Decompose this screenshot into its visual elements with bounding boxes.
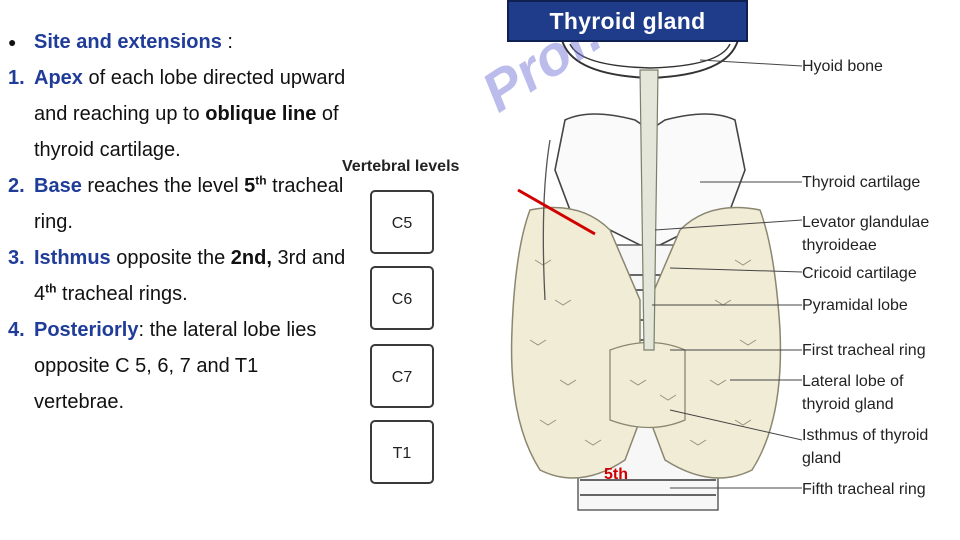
slide-title: Thyroid gland [507,0,748,42]
item-number: 3. [8,247,25,269]
list-item-apex: 1. Apex of each lobe directed upward and … [8,60,353,168]
item-bold: oblique line [205,103,317,125]
label-levator: Levator glandulae thyroideae [802,214,930,254]
label-isthmus: Isthmus of thyroid gland [802,427,929,467]
vertebra-t1: T1 [370,420,434,484]
item-bold: 2nd, [230,247,272,269]
label-thyroid-cartilage: Thyroid cartilage [802,174,921,191]
label-cricoid-cartilage: Cricoid cartilage [802,265,917,282]
item-text: tracheal rings. [56,283,188,305]
list-item-isthmus: 3.Isthmus opposite the 2nd, 3rd and 4th … [8,240,353,312]
vertebra-c6: C6 [370,266,434,330]
vertebra-c7: C7 [370,344,434,408]
item-number: 2. [8,175,25,197]
heading-line: ● Site and extensions : [8,24,353,60]
item-term: Apex [34,67,83,89]
item-text: reaches the level [81,175,245,197]
bullet-icon: ● [8,34,17,50]
item-text: of thyroid cartilage. [34,103,339,161]
thyroid-diagram: Vertebral levels C5 C6 C7 T1 Hyoid bone … [340,0,960,540]
text-column: ● Site and extensions : 1. Apex of each lo… [8,24,353,420]
item-term: Base [34,175,82,197]
item-sup: th [255,173,267,188]
list-item-base: 2. Base reaches the level 5th tracheal ri… [8,168,353,240]
item-number: 4. [8,319,25,341]
label-pyramidal-lobe: Pyramidal lobe [802,297,908,314]
item-bold: 5 [244,175,256,197]
fifth-ring-marker: 5th [604,466,628,483]
item-term: Posteriorly [34,319,139,341]
label-first-tracheal-ring: First tracheal ring [802,342,926,359]
item-text: tracheal ring. [34,175,344,233]
item-text: 3rd and 4 [34,247,346,305]
vertebral-levels-title: Vertebral levels [342,158,460,175]
item-text: : the lateral lobe lies opposite C 5, 6,… [34,319,317,413]
heading-suffix: : [221,31,233,53]
item-term: Isthmus [34,247,111,269]
item-text: opposite the [110,247,231,269]
vertebra-c5: C5 [370,190,434,254]
list-item-posteriorly: 4. Posteriorly: the lateral lobe lies opp… [8,312,353,420]
label-fifth-tracheal-ring: Fifth tracheal ring [802,481,926,498]
label-lateral-lobe: Lateral lobe of thyroid gland [802,373,904,413]
item-number: 1. [8,67,25,89]
heading-label: Site and extensions [34,31,222,53]
item-sup: th [45,281,57,296]
item-text: of each lobe directed upward and reachin… [34,67,346,125]
label-hyoid-bone: Hyoid bone [802,58,883,75]
thyroid-illustration [510,39,803,511]
